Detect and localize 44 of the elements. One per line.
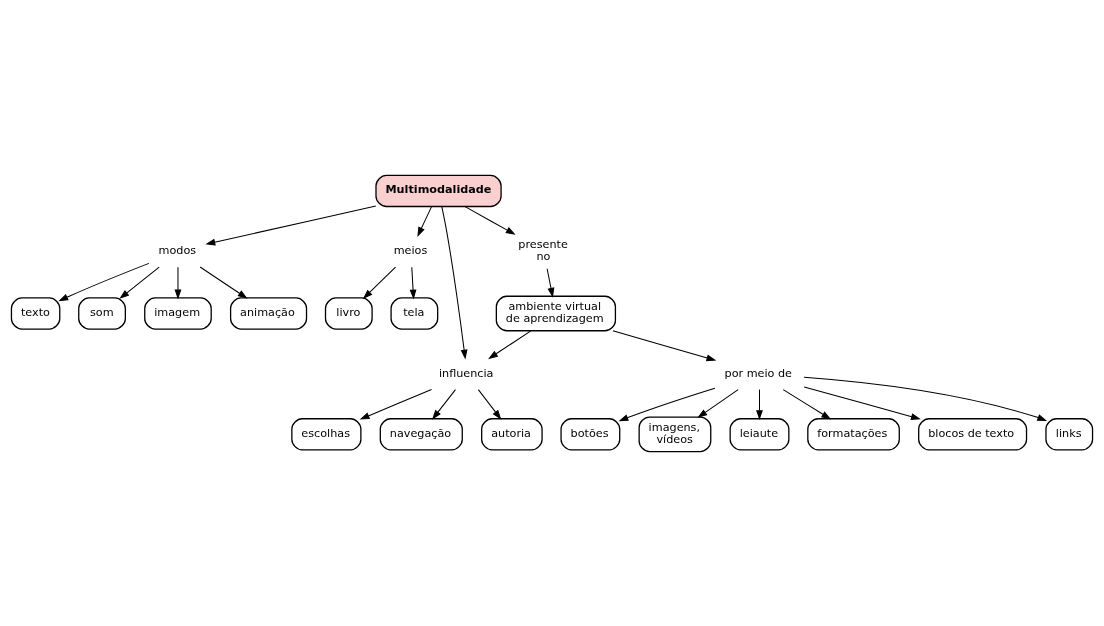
node-box: botões (560, 417, 621, 450)
arrow (464, 205, 516, 235)
arrow (441, 205, 468, 360)
arrow (432, 388, 456, 420)
node-box: blocos de texto (918, 417, 1028, 450)
node-box: formatações (807, 417, 900, 450)
arrow (803, 386, 921, 420)
node-text: influencia (438, 366, 494, 380)
node-box: Multimodalidade (375, 174, 502, 207)
arrow (417, 205, 433, 237)
arrow (359, 388, 433, 420)
arrow (756, 388, 763, 420)
node-box: imagens, vídeos (638, 415, 712, 452)
node-text: modos (158, 243, 197, 257)
arrow (612, 329, 717, 361)
node-box: imagem (144, 296, 212, 330)
arrow (782, 388, 832, 419)
node-box: tela (390, 296, 439, 330)
arrow (409, 266, 417, 299)
node-box: ambiente virtual de aprendizagem (495, 295, 617, 331)
node-box: leiaute (729, 417, 790, 450)
node-box: links (1045, 417, 1094, 450)
node-box: livro (324, 296, 373, 330)
arrow (697, 388, 739, 418)
node-text: por meio de (724, 366, 793, 380)
arrow (546, 267, 555, 298)
arrow (803, 376, 1048, 421)
node-box: autoria (481, 417, 543, 450)
node-text: meios (393, 243, 428, 257)
node-box: navegação (379, 417, 463, 450)
node-box: som (78, 296, 126, 330)
arrow (174, 266, 182, 299)
node-box: animação (229, 296, 308, 330)
node-box: escolhas (291, 417, 362, 450)
node-text: presente no (518, 237, 568, 263)
arrow (618, 387, 716, 421)
arrow (488, 329, 532, 359)
arrow (119, 266, 160, 299)
node-box: texto (10, 296, 61, 330)
arrow (477, 388, 502, 420)
arrow (362, 266, 397, 299)
arrow (205, 204, 377, 246)
arrow (58, 262, 150, 301)
arrow (199, 266, 248, 299)
